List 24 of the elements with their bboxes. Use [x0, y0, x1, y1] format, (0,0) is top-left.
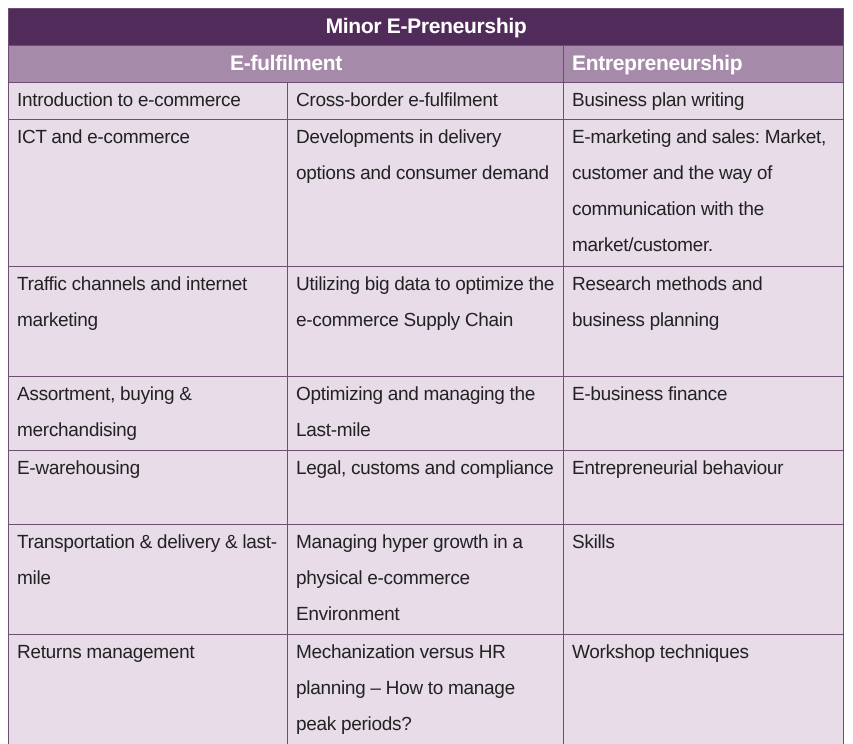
- table-cell: Skills: [564, 524, 844, 634]
- table-cell: Cross-border e-fulfilment: [288, 82, 564, 120]
- table-cell: Mechanization versus HR planning – How to manage peak periods?: [288, 634, 564, 744]
- table-cell: Workshop techniques: [564, 634, 844, 744]
- table-cell: ICT and e-commerce: [8, 120, 288, 266]
- table-cell: Legal, customs and compliance: [288, 450, 564, 524]
- table-cell: Business plan writing: [564, 82, 844, 120]
- table-cell: Utilizing big data to optimize the e-commerce Supply Chain: [288, 266, 564, 376]
- table-cell: Entrepreneurial behaviour: [564, 450, 844, 524]
- table-cell: Managing hyper growth in a physical e-commerce Environment: [288, 524, 564, 634]
- column-header: E-fulfilment: [8, 46, 564, 82]
- table-title: Minor E-Preneurship: [8, 8, 844, 46]
- table-cell: Developments in delivery options and consumer demand: [288, 120, 564, 266]
- table-cell: E-warehousing: [8, 450, 288, 524]
- table-cell: Assortment, buying & merchandising: [8, 376, 288, 450]
- table-cell: Research methods and business planning: [564, 266, 844, 376]
- table-cell: Introduction to e-commerce: [8, 82, 288, 120]
- table-cell: Traffic channels and internet marketing: [8, 266, 288, 376]
- table-cell: Transportation & delivery & last-mile: [8, 524, 288, 634]
- column-header: Entrepreneurship: [564, 46, 844, 82]
- table-cell: Returns management: [8, 634, 288, 744]
- table-cell: E-business finance: [564, 376, 844, 450]
- table-cell: Optimizing and managing the Last-mile: [288, 376, 564, 450]
- table-cell: E-marketing and sales: Market, customer and the way of communication with the market/customer.: [564, 120, 844, 266]
